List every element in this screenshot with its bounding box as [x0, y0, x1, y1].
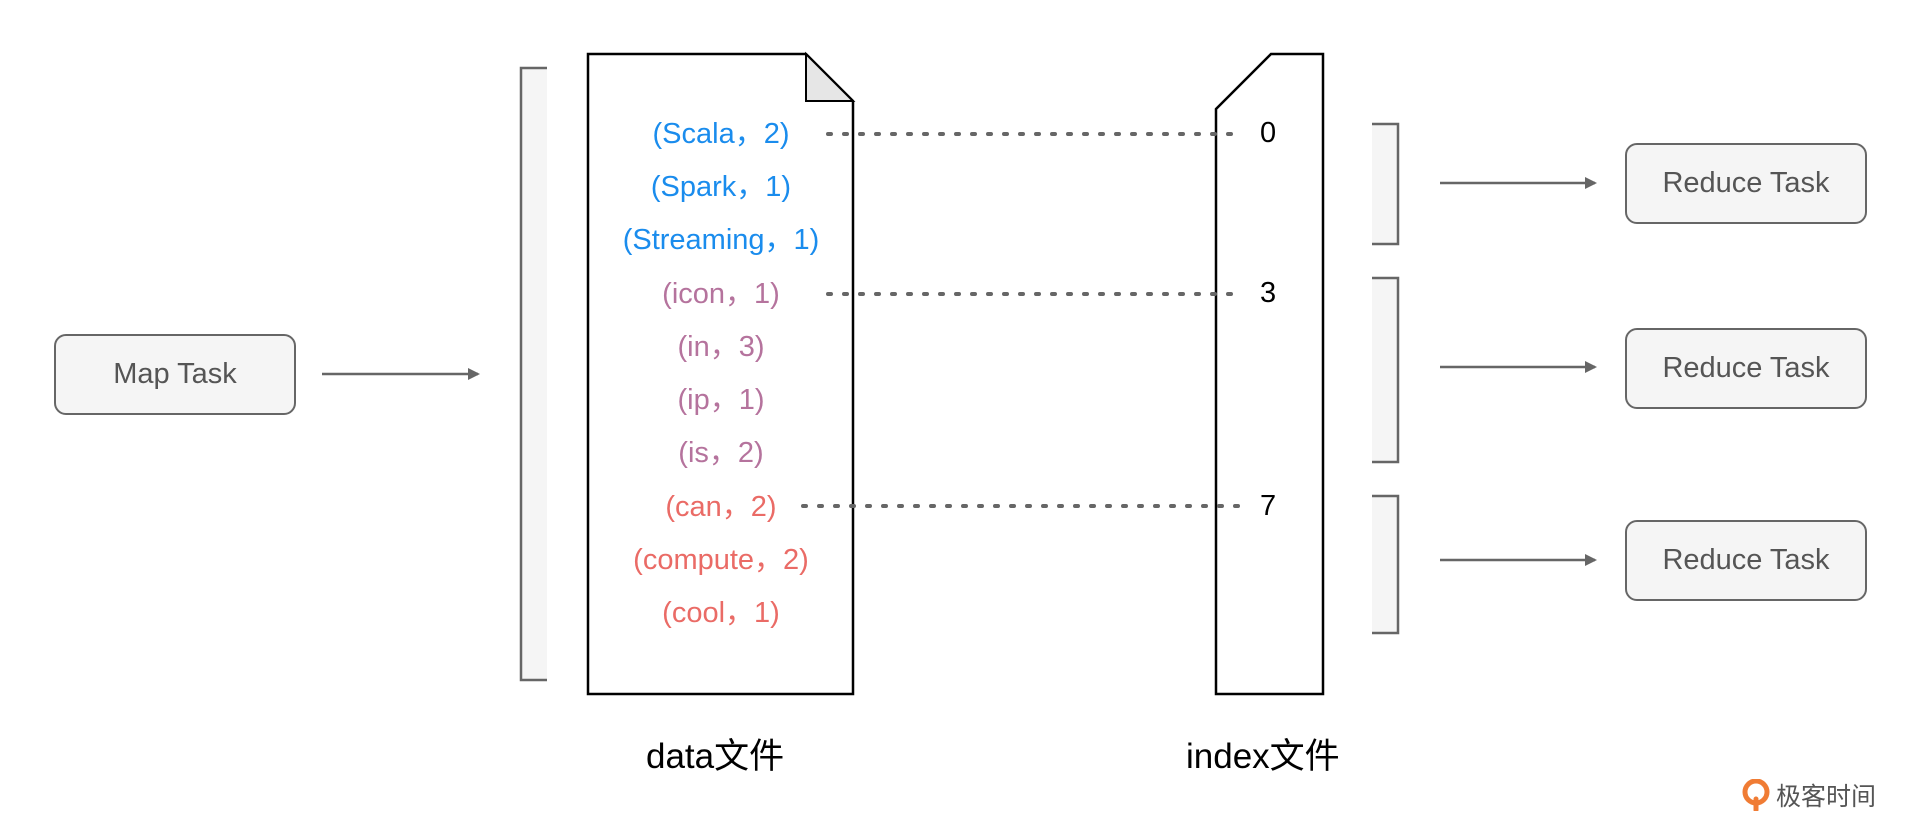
partition-bracket-1 — [1372, 122, 1400, 246]
reduce-task-label: Reduce Task — [1662, 167, 1830, 199]
kv-entry: (Scala，2) — [652, 118, 790, 150]
index-offset: 3 — [1260, 277, 1277, 309]
kv-entry: (ip，1) — [677, 384, 765, 416]
kv-entry: (icon，1) — [662, 278, 780, 310]
brand-watermark: 极客时间 — [1742, 777, 1876, 813]
data-file-fold — [805, 51, 856, 102]
partition-bracket-2 — [1372, 276, 1400, 464]
index-file-caption: index文件 — [1186, 737, 1340, 776]
partition-bracket-3 — [1372, 494, 1400, 635]
reduce-task-label: Reduce Task — [1662, 352, 1830, 384]
kv-entry: (cool，1) — [662, 597, 780, 629]
kv-entry: (Streaming，1) — [622, 224, 820, 256]
data-file-caption: data文件 — [646, 737, 785, 776]
data-file-bracket — [519, 66, 547, 682]
brand-text: 极客时间 — [1776, 783, 1877, 811]
map-task-label: Map Task — [113, 358, 237, 390]
reduce-task-box: Reduce Task — [1625, 328, 1867, 409]
geektime-logo-icon — [1742, 779, 1770, 811]
kv-entry: (can，2) — [665, 491, 777, 523]
reduce-task-label: Reduce Task — [1662, 544, 1830, 576]
index-offset: 0 — [1260, 117, 1277, 149]
kv-entry: (is，2) — [678, 437, 764, 469]
map-task-box: Map Task — [54, 334, 296, 415]
kv-entry: (compute，2) — [633, 544, 809, 576]
data-file-shape — [586, 52, 855, 696]
index-file-shape — [1214, 52, 1325, 696]
index-offset: 7 — [1260, 490, 1277, 522]
reduce-task-box: Reduce Task — [1625, 520, 1867, 601]
kv-entry: (in，3) — [677, 331, 765, 363]
kv-entry: (Spark，1) — [650, 171, 792, 203]
reduce-task-box: Reduce Task — [1625, 143, 1867, 224]
